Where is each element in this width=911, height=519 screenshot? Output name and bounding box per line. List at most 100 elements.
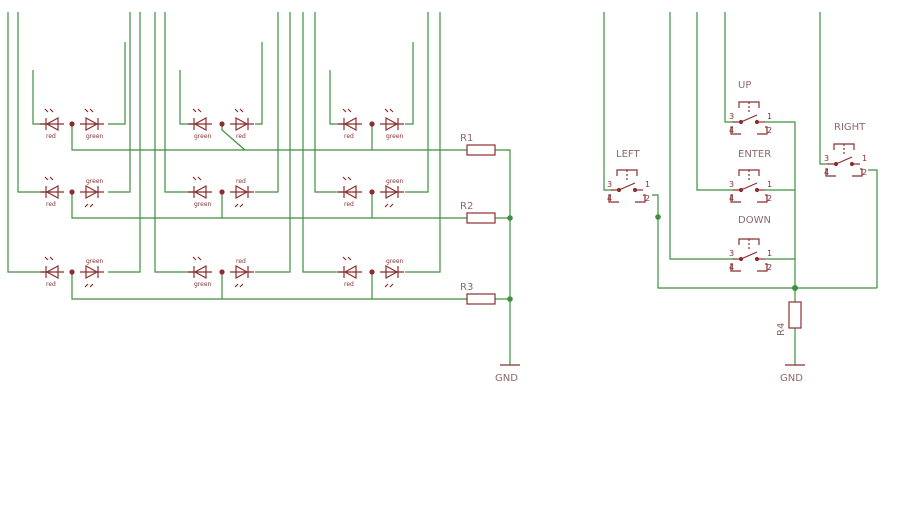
- led-pair: red green: [40, 176, 104, 208]
- right-switch-icon: 3 1 4 2: [824, 143, 867, 177]
- pin-number: 2: [862, 168, 867, 177]
- pin-number: 4: [729, 126, 734, 135]
- pin-number: 4: [729, 194, 734, 203]
- led-pair: red green: [40, 256, 104, 288]
- junction-dot: [655, 214, 661, 220]
- r4-label: R4: [776, 323, 787, 336]
- led-color-label: red: [344, 281, 354, 288]
- pin-number: 1: [767, 180, 772, 189]
- led-pair: red green: [338, 176, 404, 208]
- led-icon: red: [230, 178, 254, 208]
- up-switch-icon: 3 1 4 2: [729, 101, 772, 135]
- pin-number: 3: [729, 112, 734, 121]
- pin-number: 2: [767, 263, 772, 272]
- led-icon: green: [188, 108, 212, 140]
- led-pair: red green: [338, 256, 404, 288]
- led-color-label: green: [386, 178, 404, 185]
- button-junctions: [655, 214, 798, 291]
- down-label: DOWN: [738, 215, 771, 226]
- r1-label: R1: [460, 133, 473, 144]
- led-pair: red green: [338, 108, 404, 140]
- pin-number: 1: [862, 154, 867, 163]
- led-color-label: red: [344, 133, 354, 140]
- led-color-label: red: [236, 133, 246, 140]
- led-icon: red: [230, 258, 254, 288]
- led-matrix-wiring: [7, 12, 511, 365]
- led-color-label: green: [194, 201, 212, 208]
- left-label: LEFT: [616, 149, 640, 160]
- pin-number: 3: [607, 180, 612, 189]
- junction-dot: [219, 269, 225, 275]
- led-icon: green: [188, 176, 212, 208]
- junction-dot: [219, 121, 225, 127]
- right-label: RIGHT: [834, 122, 866, 133]
- led-color-label: green: [194, 281, 212, 288]
- led-color-label: green: [386, 133, 404, 140]
- button-wiring: [603, 12, 878, 365]
- led-pair: red green: [40, 108, 104, 140]
- junction-dot: [69, 121, 75, 127]
- enter-label: ENTER: [738, 149, 771, 160]
- led-icon: red: [338, 256, 362, 288]
- led-color-label: green: [86, 258, 104, 265]
- led-icon: red: [40, 256, 64, 288]
- junction-dot: [792, 285, 798, 291]
- led-icon: green: [380, 258, 404, 288]
- led-pair: green red: [188, 108, 254, 140]
- led-color-label: green: [86, 178, 104, 185]
- junction-dot: [369, 269, 375, 275]
- led-icon: red: [338, 108, 362, 140]
- led-color-label: red: [46, 281, 56, 288]
- junction-dot: [507, 215, 513, 221]
- junction-dot: [69, 189, 75, 195]
- r2-label: R2: [460, 201, 473, 212]
- pin-number: 1: [767, 112, 772, 121]
- pin-number: 2: [645, 194, 650, 203]
- led-icon: green: [80, 178, 104, 208]
- gnd-label-left: GND: [495, 373, 518, 384]
- led-icon: green: [380, 108, 404, 140]
- junction-dot: [69, 269, 75, 275]
- led-junctions: [69, 121, 513, 302]
- led-icon: green: [380, 178, 404, 208]
- led-icon: green: [188, 256, 212, 288]
- pin-number: 1: [767, 249, 772, 258]
- junction-dot: [507, 296, 513, 302]
- resistor-r1: R1: [460, 133, 496, 156]
- junction-dot: [369, 121, 375, 127]
- led-color-label: green: [386, 258, 404, 265]
- led-pair: green red: [188, 256, 254, 288]
- pin-number: 2: [767, 126, 772, 135]
- pin-number: 3: [824, 154, 829, 163]
- ground-symbol-left: GND: [495, 364, 520, 384]
- resistor-r3: R3: [460, 282, 496, 305]
- led-color-label: red: [46, 201, 56, 208]
- led-icon: red: [230, 108, 254, 140]
- led-color-label: red: [236, 178, 246, 185]
- gnd-label-right: GND: [780, 373, 803, 384]
- led-icon: red: [338, 176, 362, 208]
- pin-number: 4: [607, 194, 612, 203]
- junction-dot: [219, 189, 225, 195]
- led-color-label: red: [46, 133, 56, 140]
- led-icon: red: [40, 176, 64, 208]
- up-label: UP: [738, 80, 751, 91]
- resistor-r4: R4: [776, 301, 802, 336]
- led-icon: green: [80, 108, 104, 140]
- pin-number: 4: [729, 263, 734, 272]
- pin-number: 2: [767, 194, 772, 203]
- enter-switch-icon: 3 1 4 2: [729, 169, 772, 203]
- pin-number: 3: [729, 180, 734, 189]
- ground-symbol-right: GND: [780, 364, 805, 384]
- led-icon: green: [80, 258, 104, 288]
- pin-number: 3: [729, 249, 734, 258]
- led-color-label: green: [194, 133, 212, 140]
- led-color-label: red: [344, 201, 354, 208]
- junction-dot: [369, 189, 375, 195]
- pin-number: 4: [824, 168, 829, 177]
- led-color-label: red: [236, 258, 246, 265]
- down-switch-icon: 3 1 4 2: [729, 238, 772, 272]
